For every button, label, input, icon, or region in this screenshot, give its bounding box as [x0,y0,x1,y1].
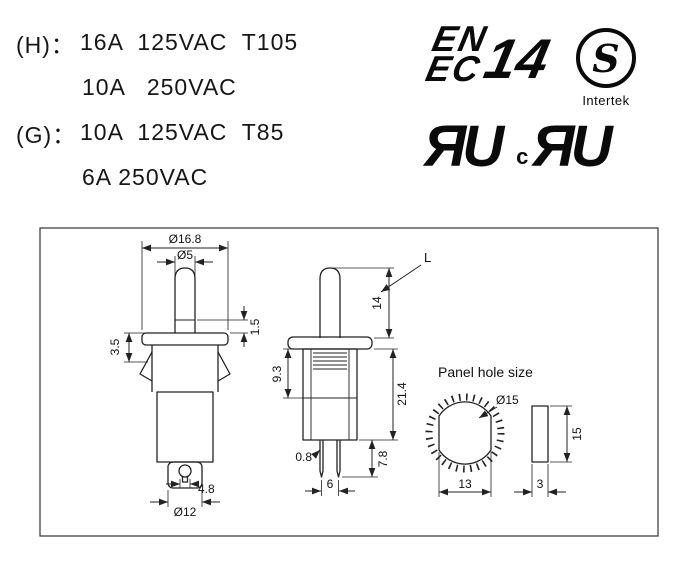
side-dimensions: 14 L 9.3 21.4 7.8 0.8 6 [270,250,431,496]
ext-button-height [333,267,394,339]
intertek-logo: S Intertek [572,28,640,108]
leader-hole-dia [478,406,498,419]
dim-flange-thick: 1.5 [248,318,262,335]
front-button-plunger [174,267,196,333]
dim-hole-dia: Ø15 [496,393,519,407]
side-body [302,348,358,441]
dim-keyhole: 4.8 [198,482,215,496]
rating-g-line2: 6A 250VAC [82,164,209,190]
dim-button-height: 14 [370,296,384,310]
dim-pin-length: 7.8 [376,450,390,467]
leader-lead [380,264,422,293]
side-terminal-pins [319,440,341,478]
front-view [139,267,231,489]
ul-canada-c-label: c [516,144,529,169]
ext-keyhole [179,479,191,488]
front-keyhole-slot [181,476,189,483]
dim-panel-thick: 3 [537,477,544,491]
rating-line-h2: 10A 250VAC [16,65,298,110]
intertek-s-icon: S [576,28,636,88]
ul-marks: ЯU c ЯU [424,114,613,179]
ul-recognized-icon: ЯU [424,114,504,179]
leader-pin-width [311,449,321,459]
front-snap-tabs [139,351,231,382]
panel-hole-hatching [425,393,505,473]
front-keyhole [178,464,192,478]
front-bottom-boss [167,461,203,489]
ext-body-height [359,348,398,441]
ext-pin-pitch [321,480,339,496]
drawing-border [39,227,659,537]
panel-thickness-view [531,405,549,463]
cul-recognized-icon: ЯU [532,114,612,179]
dim-left-height: 3.5 [108,338,122,355]
rating-g-label: (G)： [16,121,77,148]
dim-pin-width: 0.8 [295,450,312,464]
rating-line-g2: 6A 250VAC [16,155,298,200]
dim-bottom-dia: Ø12 [174,505,197,519]
dim-lead-label: L [424,250,431,265]
dim-button-dia: Ø5 [177,248,193,262]
side-view [287,267,373,478]
side-body-inner-walls [310,349,350,440]
ratings-block: (H)：16A 125VAC T105 10A 250VAC (G)：10A 1… [16,20,298,200]
rating-h-label: (H)： [16,31,75,58]
dim-panel-height: 15 [570,427,584,441]
ext-panel-height [550,405,572,463]
panel-hole-outline [438,401,492,465]
ext-left-height [124,332,150,363]
dim-upper-body: 9.3 [270,365,284,382]
ext-flange-thick [197,319,248,334]
dim-hole-width: 13 [458,477,472,491]
ext-upper-body [283,348,303,399]
panel-hole-view: Panel hole size Ø15 13 15 3 [425,364,584,497]
side-spring-hatch [313,352,347,370]
front-dimensions: Ø16.8 Ø5 3.5 1.5 4.8 Ø12 [108,232,262,519]
dim-pin-pitch: 6 [327,477,334,491]
rating-h-line2: 10A 250VAC [82,74,237,100]
dim-body-height: 21.4 [395,382,409,406]
rating-g-line1: 10A 125VAC T85 [80,119,285,145]
panel-hole-title: Panel hole size [438,364,533,380]
dim-flange-dia: Ø16.8 [169,232,202,246]
intertek-label: Intertek [582,93,630,108]
intertek-s-letter: S [592,35,620,81]
rating-h-line1: 16A 125VAC T105 [80,29,299,55]
front-upper-body [151,345,219,392]
ext-flange-dia [141,241,229,330]
side-button-plunger [319,267,341,338]
front-flange [141,332,229,346]
rating-line-g1: (G)：10A 125VAC T85 [16,110,298,155]
rating-line-h1: (H)：16A 125VAC T105 [16,20,298,65]
side-flange [287,336,373,350]
front-lower-body [156,391,214,463]
